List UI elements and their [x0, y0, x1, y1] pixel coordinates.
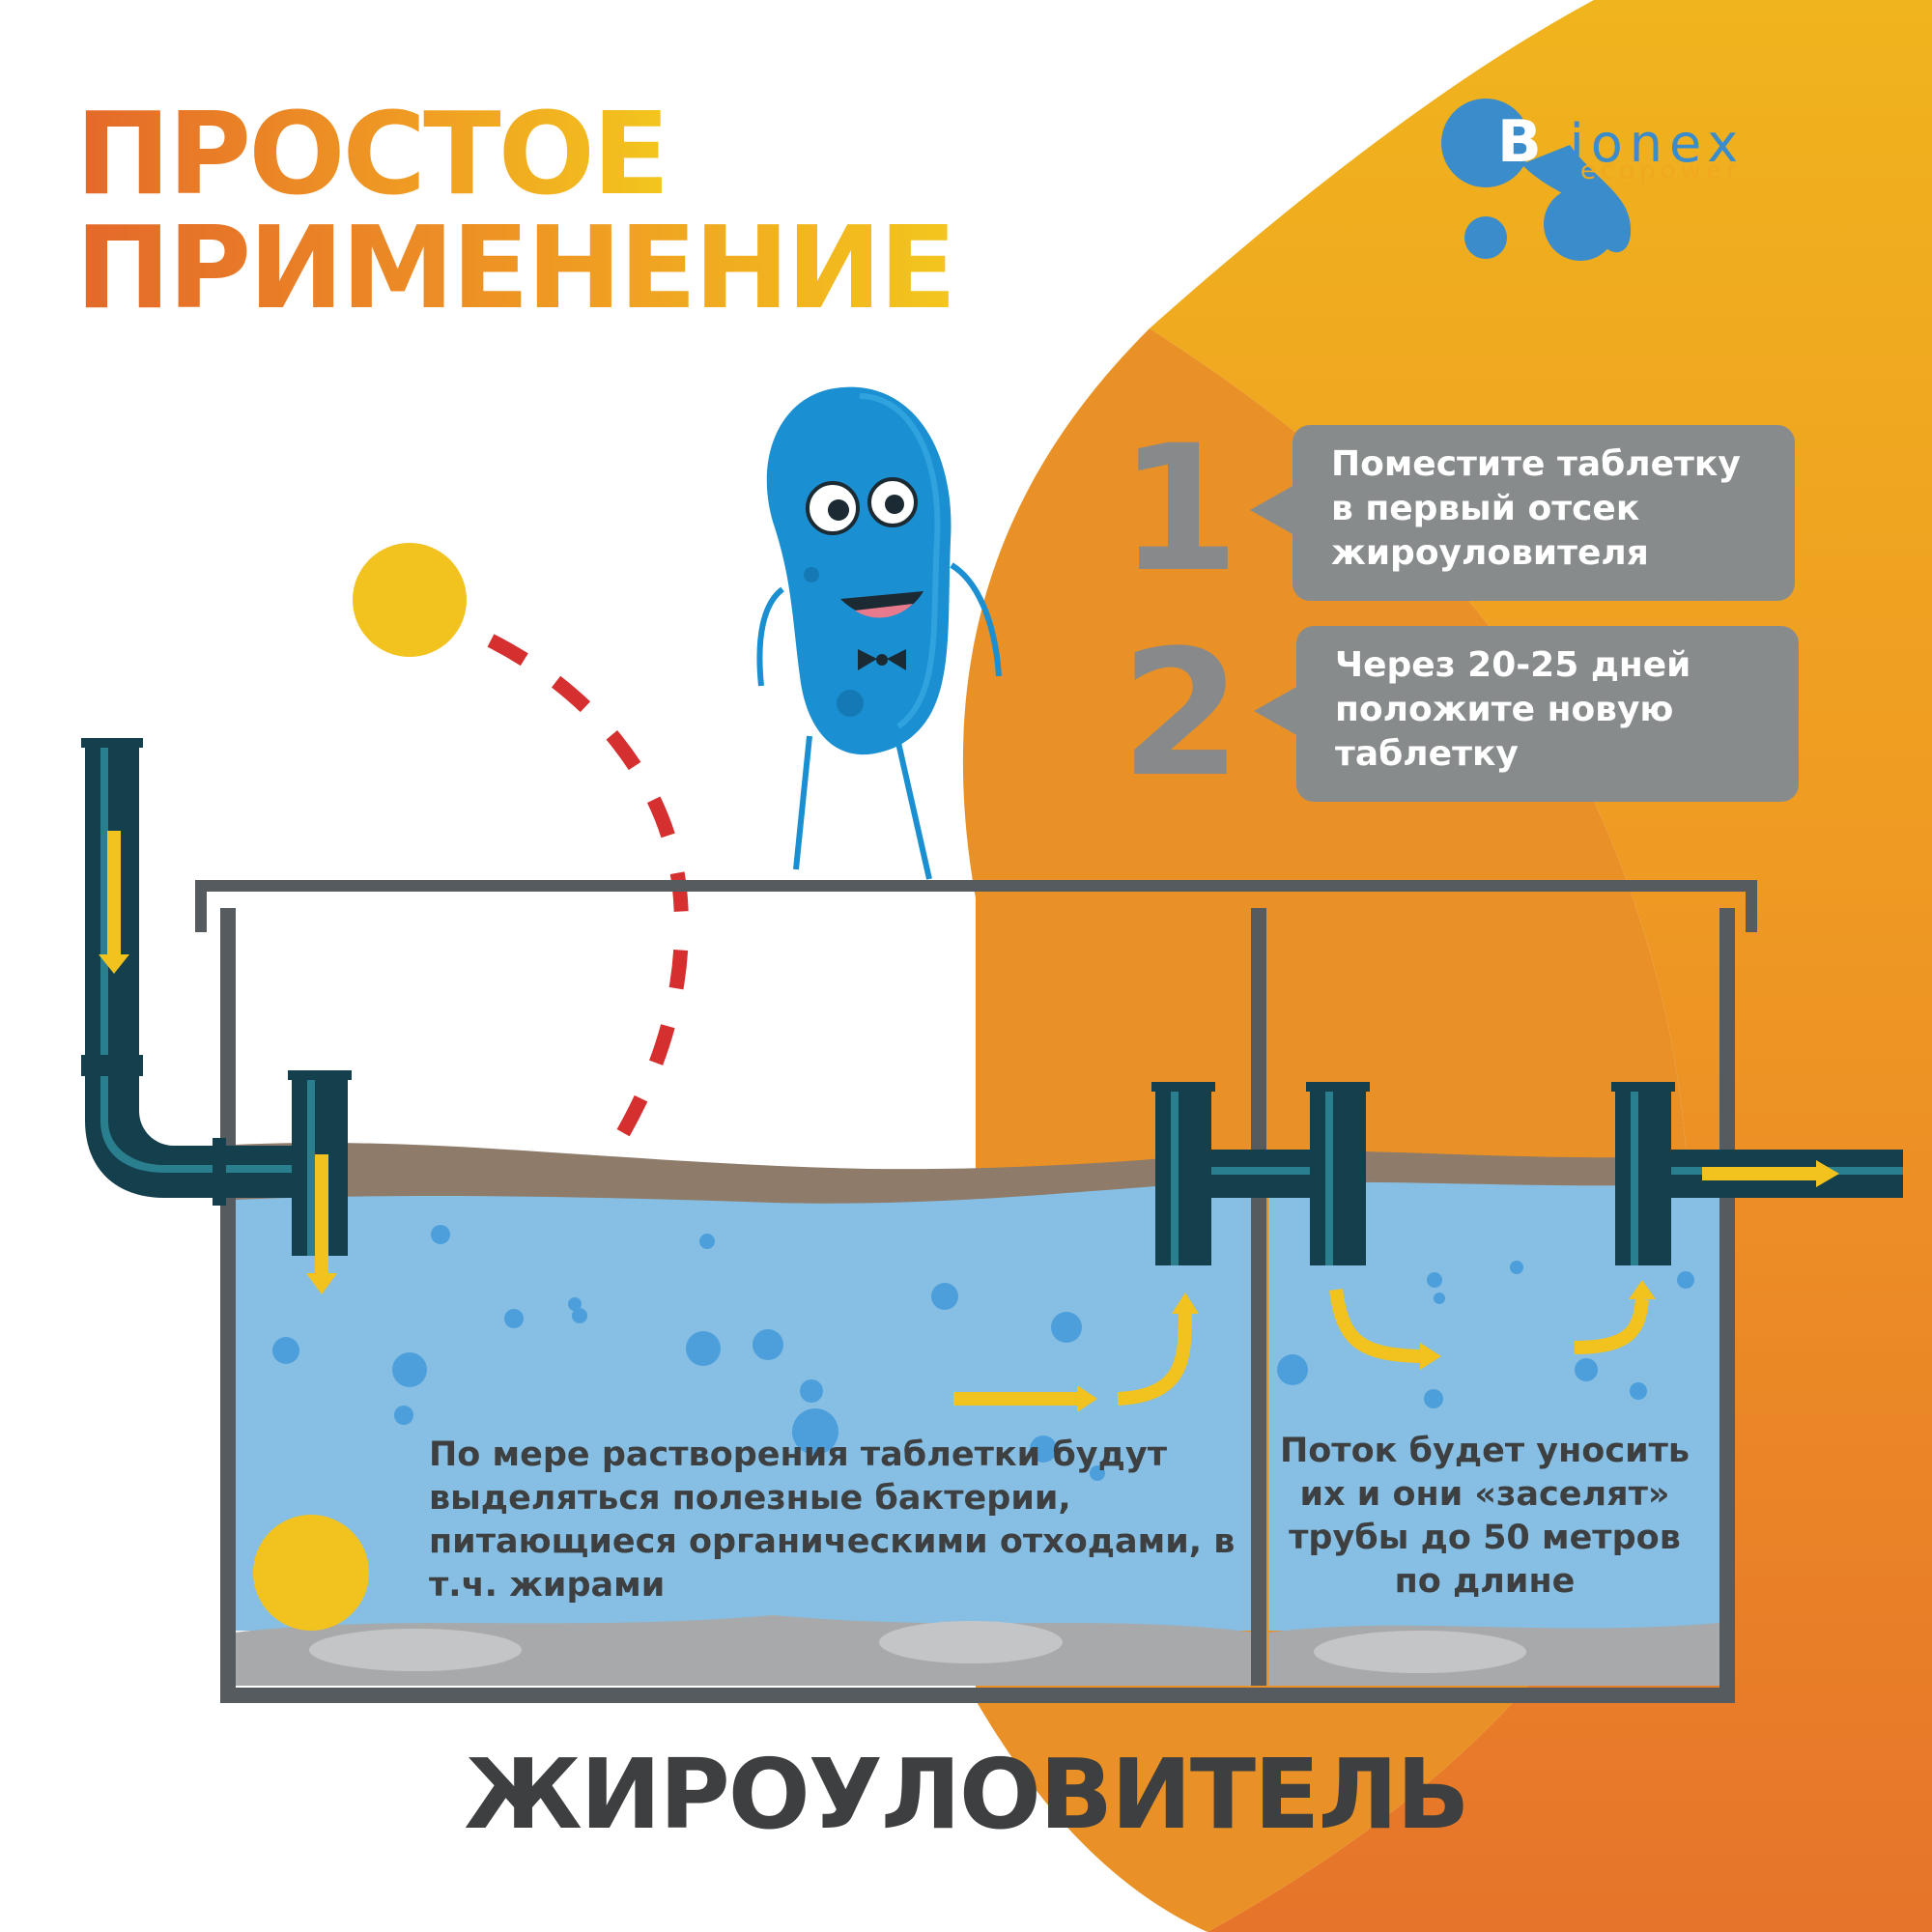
step-2-callout: Через 20-25 дней положите новую таблетку [1254, 626, 1799, 802]
flow-arrows [107, 831, 1816, 1406]
water-right [1268, 1168, 1719, 1631]
step-1-callout: Поместите таблетку в первый отсек жироул… [1250, 425, 1795, 601]
tank-right-description: Поток будет уносить их и они «заселят» т… [1279, 1432, 1690, 1601]
flow-arrowheads [99, 954, 1839, 1412]
bionex-logo-icon [1441, 99, 1632, 261]
step-number-2: 2 [1121, 613, 1242, 815]
transfer-pipe [1151, 1082, 1370, 1265]
logo-name: ionex [1569, 113, 1746, 174]
tank-lid [195, 880, 1757, 932]
grease-layer-right [1268, 1151, 1719, 1186]
page-title-line1: ПРОСТОЕ [75, 87, 670, 220]
bacteria-mascot-icon [756, 386, 1002, 880]
logo-tagline: ecopower [1580, 156, 1742, 185]
water-left [235, 1166, 1254, 1631]
tablet-in-tank-icon [253, 1515, 369, 1631]
logo-letter: B [1497, 108, 1548, 176]
tank-outer-wall [220, 908, 1735, 1703]
grease-layer [235, 1142, 1254, 1204]
bow-tie-icon [858, 649, 906, 670]
tablet-icon [353, 543, 467, 657]
water-bubbles [272, 1225, 1694, 1481]
step-number-1: 1 [1119, 409, 1240, 611]
diagram-title: ЖИРОУЛОВИТЕЛЬ [464, 1738, 1469, 1851]
page-title-line2: ПРИМЕНЕНИЕ [75, 201, 957, 334]
tank-left-description: По мере растворения таблетки будут выдел… [429, 1435, 1236, 1605]
tablet-trajectory-line [372, 634, 689, 1474]
